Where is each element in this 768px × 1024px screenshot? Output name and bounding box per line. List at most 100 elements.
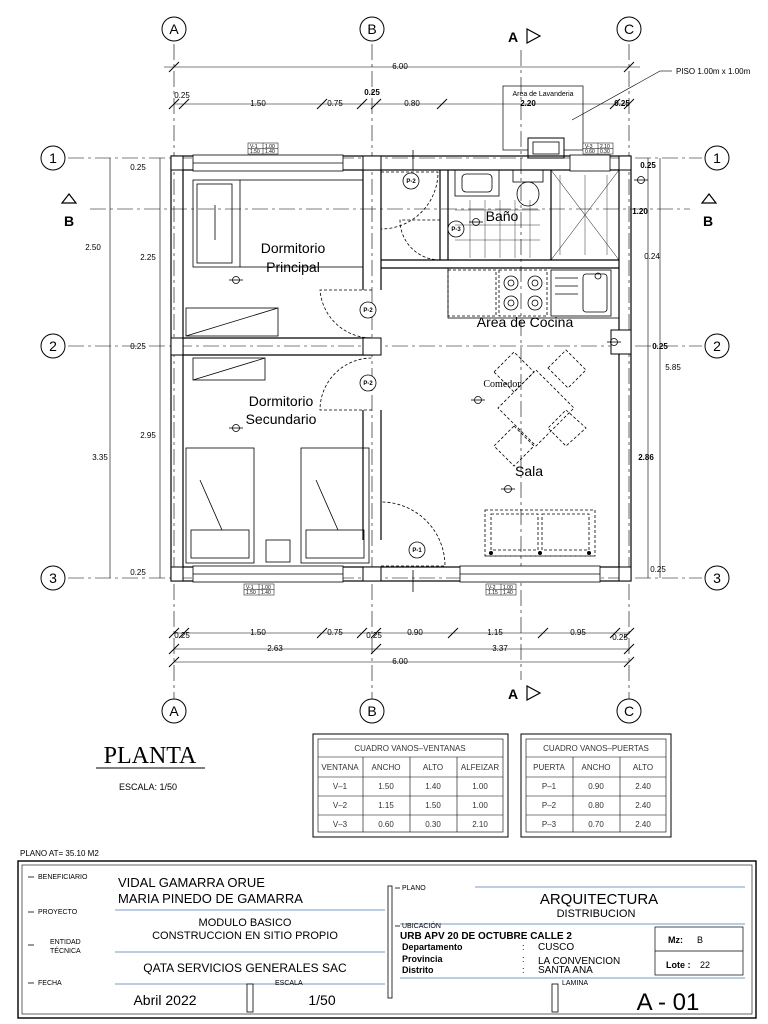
dim-right-6: 0.25: [650, 565, 666, 574]
sofa: [484, 509, 596, 557]
room-label-dorm-secundario-1: Dormitorio: [249, 393, 314, 409]
dim-left-6: 0.25: [130, 568, 146, 577]
room-label-dorm-principal-2: Principal: [266, 259, 320, 275]
dim-bottom-4: 0.90: [407, 628, 423, 637]
door-table-r1c2: 2.40: [635, 801, 651, 810]
window-tags: V-1 1.00 1.50 1.40 V-3 2.10 0.60 0.30 V-…: [243, 142, 614, 596]
dim-bottom-total: 6.00: [392, 657, 408, 666]
laundry-label: Area de Lavanderia: [512, 91, 573, 98]
window-table-h1: ANCHO: [372, 763, 401, 772]
tb-lote-label: Lote :: [666, 960, 691, 970]
tb-prov: LA CONVENCION: [538, 956, 620, 967]
dim-bottom-5: 1.15: [487, 628, 503, 637]
door-tag-p2-3: P-2: [363, 381, 373, 387]
window-table-r2c0: V–3: [333, 820, 348, 829]
dim-left-4: 3.35: [92, 453, 108, 462]
section-label-left: B: [64, 213, 74, 229]
window-tag-v1-top-sill: 1.00: [265, 144, 275, 150]
room-label-dorm-principal-1: Dormitorio: [261, 240, 326, 256]
window-openings: [192, 154, 611, 583]
tb-prov-label: Provincia: [402, 954, 444, 964]
window-table-r0c3: 1.00: [472, 782, 488, 791]
tb-proyecto-label: PROYECTO: [38, 909, 78, 916]
window-table-h0: VENTANA: [321, 763, 359, 772]
door-table: [520, 733, 672, 838]
tb-beneficiario-label: BENEFICIARIO: [38, 874, 88, 881]
tb-escala-label: ESCALA: [275, 980, 303, 987]
door-table-r1c0: P–2: [542, 801, 557, 810]
section-label-bottom: A: [508, 686, 518, 702]
window-tag-v2-h: 1.40: [503, 590, 513, 596]
dim-top-4: 0.80: [404, 99, 420, 108]
tb-plano-2: DISTRIBUCION: [557, 908, 636, 920]
tb-fecha-label: FECHA: [38, 980, 62, 987]
dim-right-2: 0.24: [644, 252, 660, 261]
window-table-r1c1: 1.15: [378, 801, 394, 810]
window-table-r1c3: 1.00: [472, 801, 488, 810]
axis-label-2-right: 2: [713, 338, 721, 354]
axis-label-b-bottom: B: [367, 703, 376, 719]
dim-top-0: 0.25: [174, 91, 190, 100]
dim-right-5: 2.86: [638, 453, 654, 462]
dim-right-4: 5.85: [665, 363, 681, 372]
tb-dep-colon: :: [522, 942, 525, 952]
tb-escala: 1/50: [308, 992, 335, 1008]
window-table-r0c2: 1.40: [425, 782, 441, 791]
door-table-r0c0: P–1: [542, 782, 557, 791]
dimension-ticks: [168, 61, 635, 668]
window-tag-v2-w: 1.15: [488, 590, 498, 596]
tb-prov-colon: :: [522, 954, 525, 964]
tb-proyecto-2: CONSTRUCCION EN SITIO PROPIO: [152, 930, 338, 942]
window-tag-v3-h: 0.30: [600, 149, 610, 155]
window-tag-v2-name: V-2: [488, 585, 496, 591]
tb-proyecto-1: MODULO BASICO: [199, 917, 292, 929]
door-tag-p3: P-3: [451, 227, 461, 233]
room-label-comedor: Comedor: [483, 379, 521, 390]
section-label-top: A: [508, 29, 518, 45]
window-table-r2c1: 0.60: [378, 820, 394, 829]
kitchen-fixtures: [447, 267, 620, 319]
dim-top-2: 0.75: [327, 99, 343, 108]
tb-dist-label: Distrito: [402, 965, 434, 975]
dim-top-3: 0.25: [364, 88, 380, 97]
dim-top-5: 2.20: [520, 99, 536, 108]
furniture-second-bedroom: [185, 447, 370, 564]
dim-left-3: 0.25: [130, 342, 146, 351]
window-table-r1c2: 1.50: [425, 801, 441, 810]
door-tags: [359, 172, 465, 559]
door-swings: [319, 150, 446, 592]
window-tag-v1-bottom-sill: 1.00: [261, 585, 271, 591]
sofa-legs: [489, 551, 591, 555]
tb-ubicacion: URB APV 20 DE OCTUBRE CALLE 2: [400, 931, 572, 942]
dim-left-2: 2.25: [140, 253, 156, 262]
door-table-r0c2: 2.40: [635, 782, 651, 791]
planta-area: PLANO AT= 35.10 M2: [20, 849, 99, 858]
dim-top-total: 6.00: [392, 62, 408, 71]
axis-label-b-top: B: [367, 21, 376, 37]
axis-label-1-right: 1: [713, 150, 721, 166]
tb-dep-label: Departamento: [402, 942, 463, 952]
door-table-title: CUADRO VANOS–PUERTAS: [543, 744, 649, 753]
tb-mz-label: Mz:: [668, 935, 683, 945]
tb-dist: SANTA ANA: [538, 965, 593, 976]
door-table-h1: ANCHO: [582, 763, 611, 772]
axis-label-a-top: A: [169, 21, 179, 37]
section-label-right: B: [703, 213, 713, 229]
window-tag-v1-top-h: 1.40: [265, 149, 275, 155]
window-tag-v2-sill: 1.00: [503, 585, 513, 591]
window-table-r0c0: V–1: [333, 782, 348, 791]
door-tag-p2-2: P-2: [363, 308, 373, 314]
axis-bubbles: [40, 16, 730, 724]
tb-lote: 22: [700, 960, 710, 970]
tb-dep: CUSCO: [538, 942, 574, 953]
axis-label-a-bottom: A: [169, 703, 179, 719]
door-table-r1c1: 0.80: [588, 801, 604, 810]
axis-label-3-right: 3: [713, 570, 721, 586]
window-table-r1c0: V–2: [333, 801, 348, 810]
axis-label-1-left: 1: [49, 150, 57, 166]
door-tag-p1: P-1: [412, 548, 422, 554]
door-tag-p2-1: P-2: [406, 179, 416, 185]
tb-entidad: QATA SERVICIOS GENERALES SAC: [143, 961, 347, 975]
window-table-title: CUADRO VANOS–VENTANAS: [354, 744, 465, 753]
